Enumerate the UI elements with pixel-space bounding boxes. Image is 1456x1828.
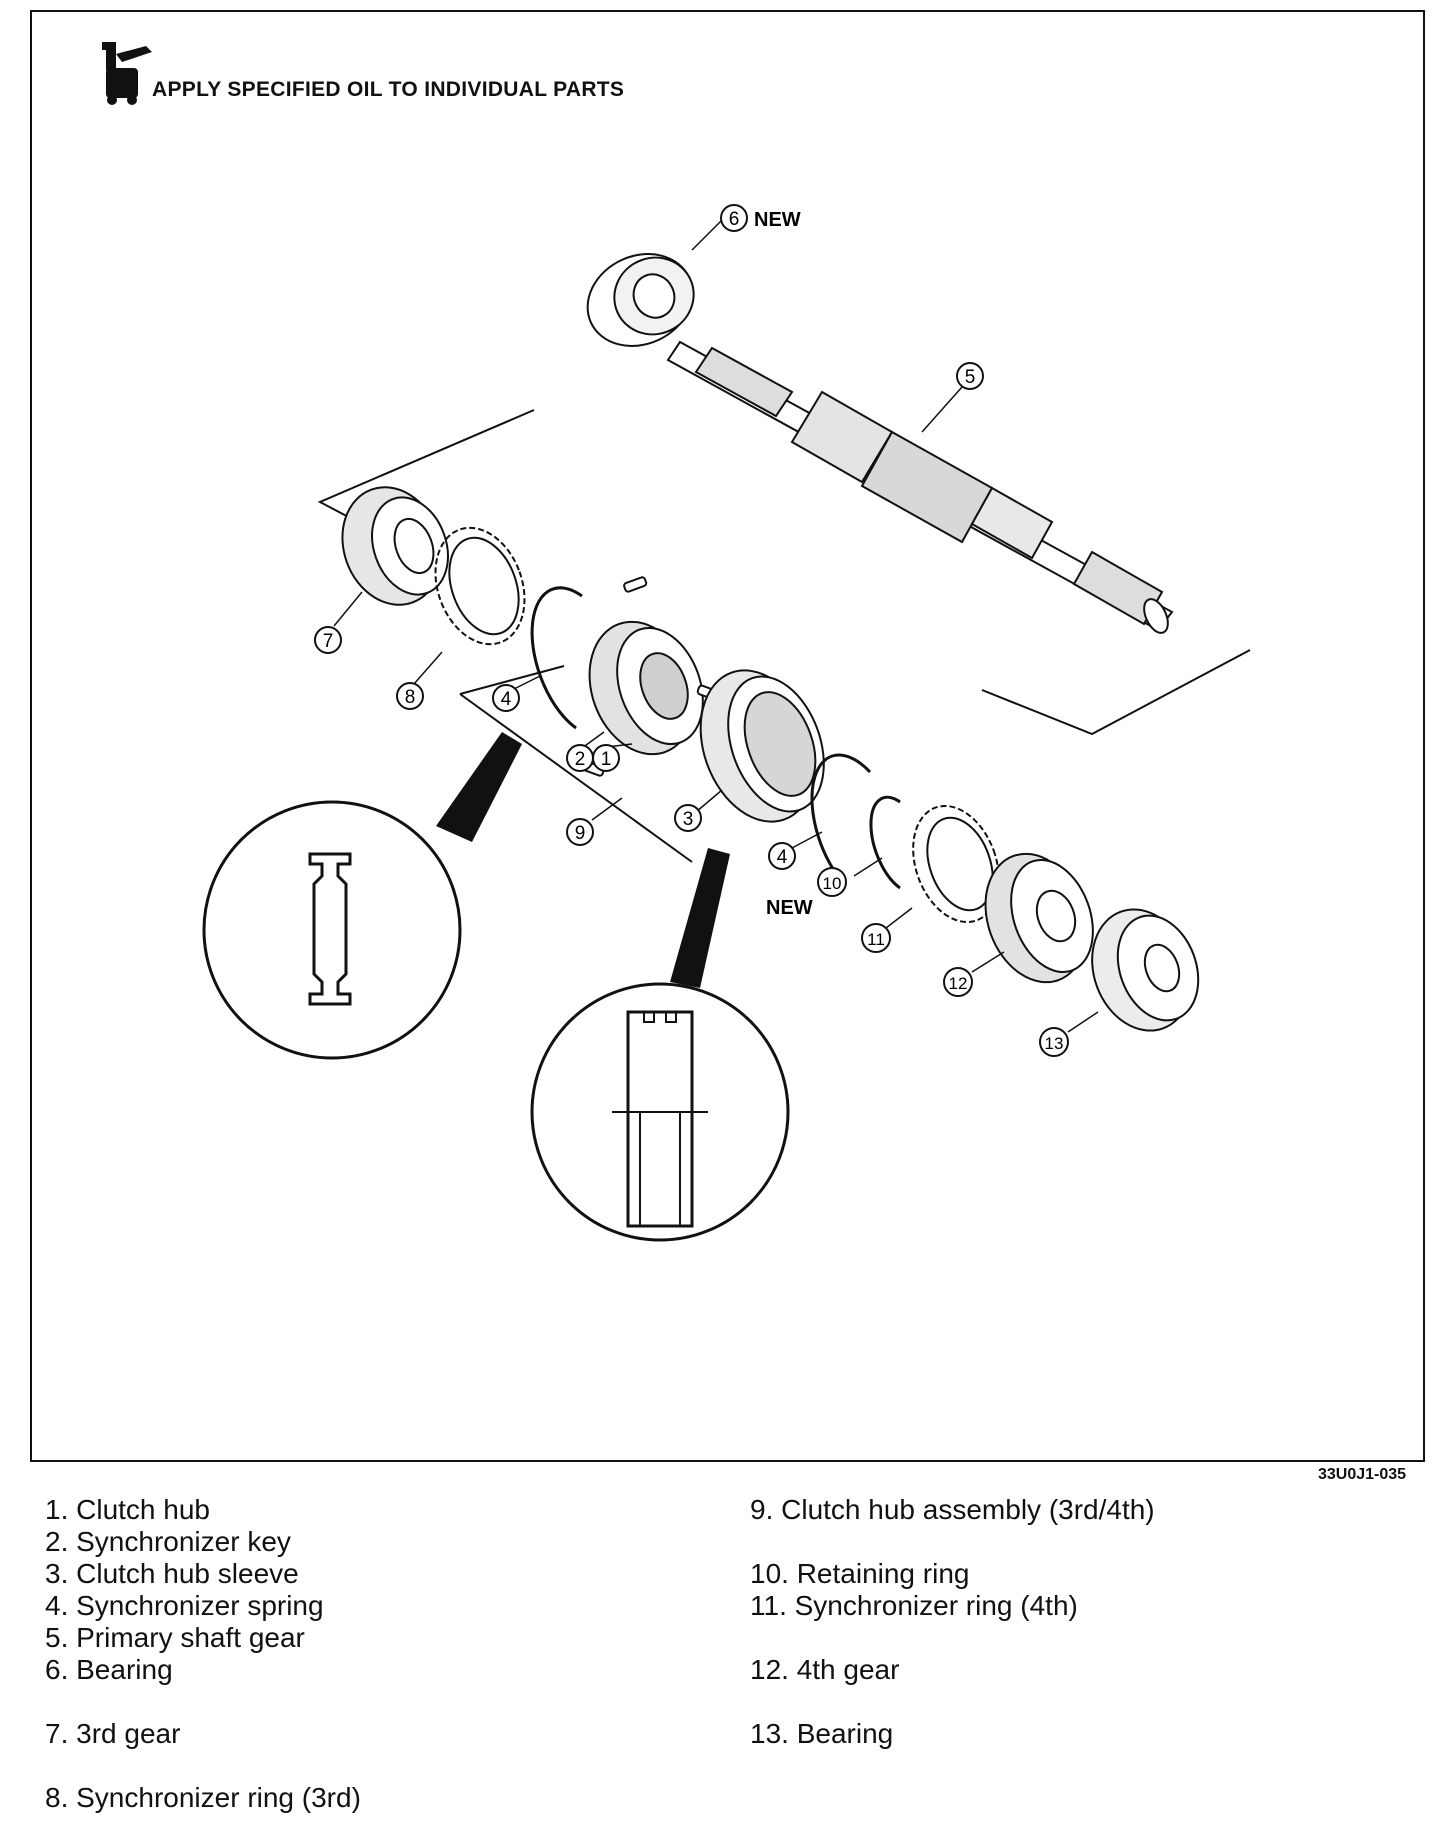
legend-item: 4. Synchronizer spring	[45, 1590, 324, 1621]
svg-text:11: 11	[867, 930, 885, 949]
legend-item: 7. 3rd gear	[45, 1718, 181, 1749]
svg-text:4: 4	[777, 847, 788, 868]
callout-11: 11	[861, 923, 891, 953]
leader-lines	[333, 219, 1099, 1033]
third-gear-7	[341, 486, 449, 606]
svg-text:3: 3	[683, 809, 694, 830]
oil-can-icon	[102, 42, 152, 105]
legend-item: 12. 4th gear	[750, 1654, 900, 1685]
synchronizer-ring-11	[912, 804, 1000, 924]
new-label-mid: NEW	[766, 897, 813, 919]
svg-text:1: 1	[601, 749, 612, 770]
header-note: APPLY SPECIFIED OIL TO INDIVIDUAL PARTS	[152, 78, 625, 101]
callout-3: 3	[674, 804, 702, 832]
callout-2: 2	[566, 744, 594, 772]
legend-item: 11. Synchronizer ring (4th)	[750, 1590, 1078, 1621]
svg-text:13: 13	[1045, 1034, 1064, 1053]
callout-5: 5	[956, 362, 984, 390]
retaining-ring-10	[869, 795, 901, 890]
legend-item: 6. Bearing	[45, 1654, 173, 1685]
fourth-gear-12	[984, 852, 1094, 984]
svg-text:5: 5	[965, 367, 976, 388]
svg-text:10: 10	[823, 874, 842, 893]
legend-left: 1. Clutch hub 2. Synchronizer key 3. Clu…	[45, 1494, 361, 1814]
legend-item: 9. Clutch hub assembly (3rd/4th)	[750, 1494, 1155, 1525]
callout-6: 6	[720, 204, 748, 232]
callout-4-right: 4	[768, 842, 796, 870]
legend-item: 13. Bearing	[750, 1718, 894, 1749]
assembly-bracket-lines	[317, 409, 1251, 863]
legend-item: 8. Synchronizer ring (3rd)	[45, 1782, 361, 1813]
legend-item: 10. Retaining ring	[750, 1558, 970, 1589]
callout-13: 13	[1039, 1027, 1069, 1057]
clutch-hub-1	[588, 620, 704, 756]
synchronizer-ring-8	[434, 526, 526, 646]
clutch-hub-sleeve-3	[699, 669, 825, 823]
figure-code: 33U0J1-035	[1318, 1466, 1407, 1483]
callout-10: 10	[817, 867, 847, 897]
bearing-6	[586, 253, 695, 347]
svg-text:12: 12	[949, 974, 968, 993]
legend-item: 2. Synchronizer key	[45, 1526, 291, 1557]
callout-1: 1	[592, 744, 620, 772]
diagram-frame: APPLY SPECIFIED OIL TO INDIVIDUAL PARTS	[30, 10, 1425, 1462]
synchronizer-spring-4-left	[530, 586, 583, 730]
detail-view-key	[202, 732, 522, 1060]
detail-view-sleeve	[530, 848, 790, 1242]
svg-text:2: 2	[575, 749, 586, 770]
synchronizer-spring-4-right	[810, 753, 872, 888]
svg-text:9: 9	[575, 823, 586, 844]
legend-item: 5. Primary shaft gear	[45, 1622, 305, 1653]
svg-text:4: 4	[501, 689, 512, 710]
callout-7: 7	[314, 626, 342, 654]
svg-text:6: 6	[729, 209, 740, 230]
bearing-13	[1091, 908, 1200, 1032]
svg-text:8: 8	[405, 687, 416, 708]
new-label-top: NEW	[754, 209, 801, 231]
legend-item: 3. Clutch hub sleeve	[45, 1558, 299, 1589]
legend-right: 9. Clutch hub assembly (3rd/4th) 10. Ret…	[750, 1494, 1155, 1750]
exploded-view-diagram: 6 NEW 5 7 8 4 2 1 9	[202, 204, 1251, 1242]
callout-4-left: 4	[492, 684, 520, 712]
callout-9: 9	[566, 818, 594, 846]
callout-8: 8	[396, 682, 424, 710]
callout-12: 12	[943, 967, 973, 997]
legend-item: 1. Clutch hub	[45, 1494, 210, 1525]
svg-text:7: 7	[323, 631, 334, 652]
primary-shaft-gear-5	[666, 340, 1174, 634]
